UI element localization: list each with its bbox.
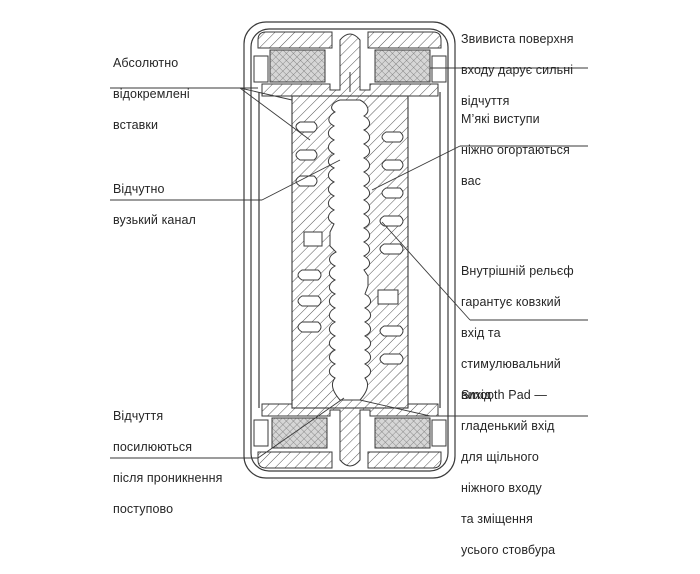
bottom-cap	[253, 403, 447, 469]
label-surface: Звивиста поверхня входу дарує сильні від…	[461, 31, 574, 108]
leader-smoothpad-c	[359, 399, 431, 417]
outer-casing	[243, 21, 456, 479]
inner-channel	[327, 99, 372, 401]
leader-relief	[381, 221, 471, 321]
cross-section-diagram	[110, 21, 588, 479]
label-inserts: Абсолютно відокремлені вставки	[113, 55, 190, 132]
leader-lines	[110, 67, 588, 459]
top-cap	[253, 31, 447, 97]
leader-inserts-b	[239, 87, 311, 141]
label-bumps: М’які виступи ніжно огортаються вас	[461, 111, 570, 188]
leader-sensations-b	[257, 397, 345, 459]
label-smoothpad: Smooth Pad — гладенький вхід для щільног…	[461, 387, 556, 557]
leader-bumps-b	[371, 145, 461, 191]
leader-inserts-c	[239, 87, 293, 101]
label-sensations: Відчуття посилюються після проникнення п…	[113, 408, 223, 516]
side-nubs	[295, 121, 404, 365]
label-relief: Внутрішній рельєф гарантує ковзкий вхід …	[461, 263, 574, 402]
leader-channel-b	[261, 159, 341, 201]
label-channel: Відчутно вузький канал	[113, 181, 196, 227]
